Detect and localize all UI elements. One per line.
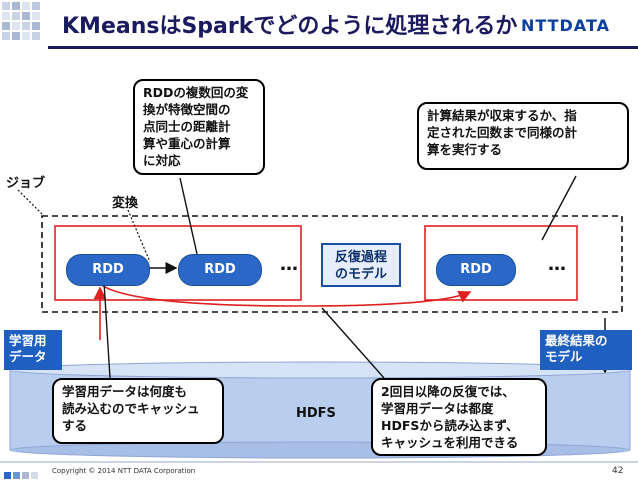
distance-callout-line: 算や重心の計算 [143,136,231,151]
title-decoration [0,0,44,44]
distance-callout-line: 換が特徴空間の [143,102,231,117]
second-iter-callout-line: 2回目以降の反復では、 [381,384,515,399]
ellipsis-left: … [280,254,298,275]
second-iter-callout-line: キャッシュを利用できる [381,435,519,450]
convergence-callout-line: 計算結果が収束するか、指 [427,108,577,123]
cache-curve [99,283,472,307]
second-iter-callout-line: HDFSから読み込まず、 [381,418,519,433]
footer-logo-mark [4,466,44,479]
footer-logo-icon [4,472,38,479]
page-number: 42 [612,466,624,476]
training-data-tag-line: 学習用 [9,333,47,348]
final-model-tag-line: モデル [545,349,583,364]
hdfs-label: HDFS [296,406,336,421]
stage-frame-left [54,225,302,301]
iteration-model-line: のモデル [334,267,387,282]
convergence-callout-line: 定された回数まで同様の計 [427,125,578,140]
title-grid-pattern [2,2,40,40]
transform-label: 変換 [112,196,139,211]
rdd-node-first: RDD [66,254,150,286]
convergence-callout-line: 算を実行する [427,142,503,157]
distance-callout-line: RDDの複数回の変 [143,85,249,100]
iteration-model-line: 反復過程 [334,250,387,265]
second-iter-callout-line: 学習用データは都度 [381,401,494,416]
rdd-node-second: RDD [178,254,262,286]
title-rule [48,46,638,49]
copyright-text: Copyright © 2014 NTT DATA Corporation [52,467,196,475]
second-iter-callout: 2回目以降の反復では、 学習用データは都度 HDFSから読み込まず、 キャッシュ… [371,378,547,456]
distance-callout: RDDの複数回の変 換が特徴空間の 点同士の距離計 算や重心の計算 に対応 [133,79,265,175]
stage-frame-right [424,225,578,301]
company-logo: NTTDATA [520,16,610,35]
job-label: ジョブ [6,176,46,191]
cache-callout-line: 学習用データは何度も [62,384,188,399]
convergence-callout-leader [541,175,577,241]
convergence-callout: 計算結果が収束するか、指 定された回数まで同様の計 算を実行する [417,102,629,170]
cache-callout-line: する [62,418,88,433]
iteration-model-box: 反復過程 のモデル [321,243,401,287]
second-iter-callout-leader [321,307,385,379]
rdd-node-third: RDD [436,254,516,286]
cache-callout-leader [103,281,111,379]
job-frame [41,215,623,313]
transform-label-leader [127,209,151,263]
distance-callout-line: に対応 [143,153,181,168]
training-data-tag: 学習用 データ [4,330,62,370]
cache-callout-line: 読み込むのでキャッシュ [62,401,200,416]
distance-callout-line: 点同士の距離計 [143,119,231,134]
cache-callout: 学習用データは何度も 読み込むのでキャッシュ する [52,378,224,444]
title-bar [0,0,638,52]
page-title: KMeansはSparkでどのように処理されるか [62,14,518,39]
distance-callout-leader [179,177,198,255]
job-label-leader [17,189,45,217]
ellipsis-right: … [548,254,566,275]
training-data-tag-line: データ [9,349,47,364]
final-model-tag-line: 最終結果の [545,333,608,348]
final-model-tag: 最終結果の モデル [540,330,632,370]
